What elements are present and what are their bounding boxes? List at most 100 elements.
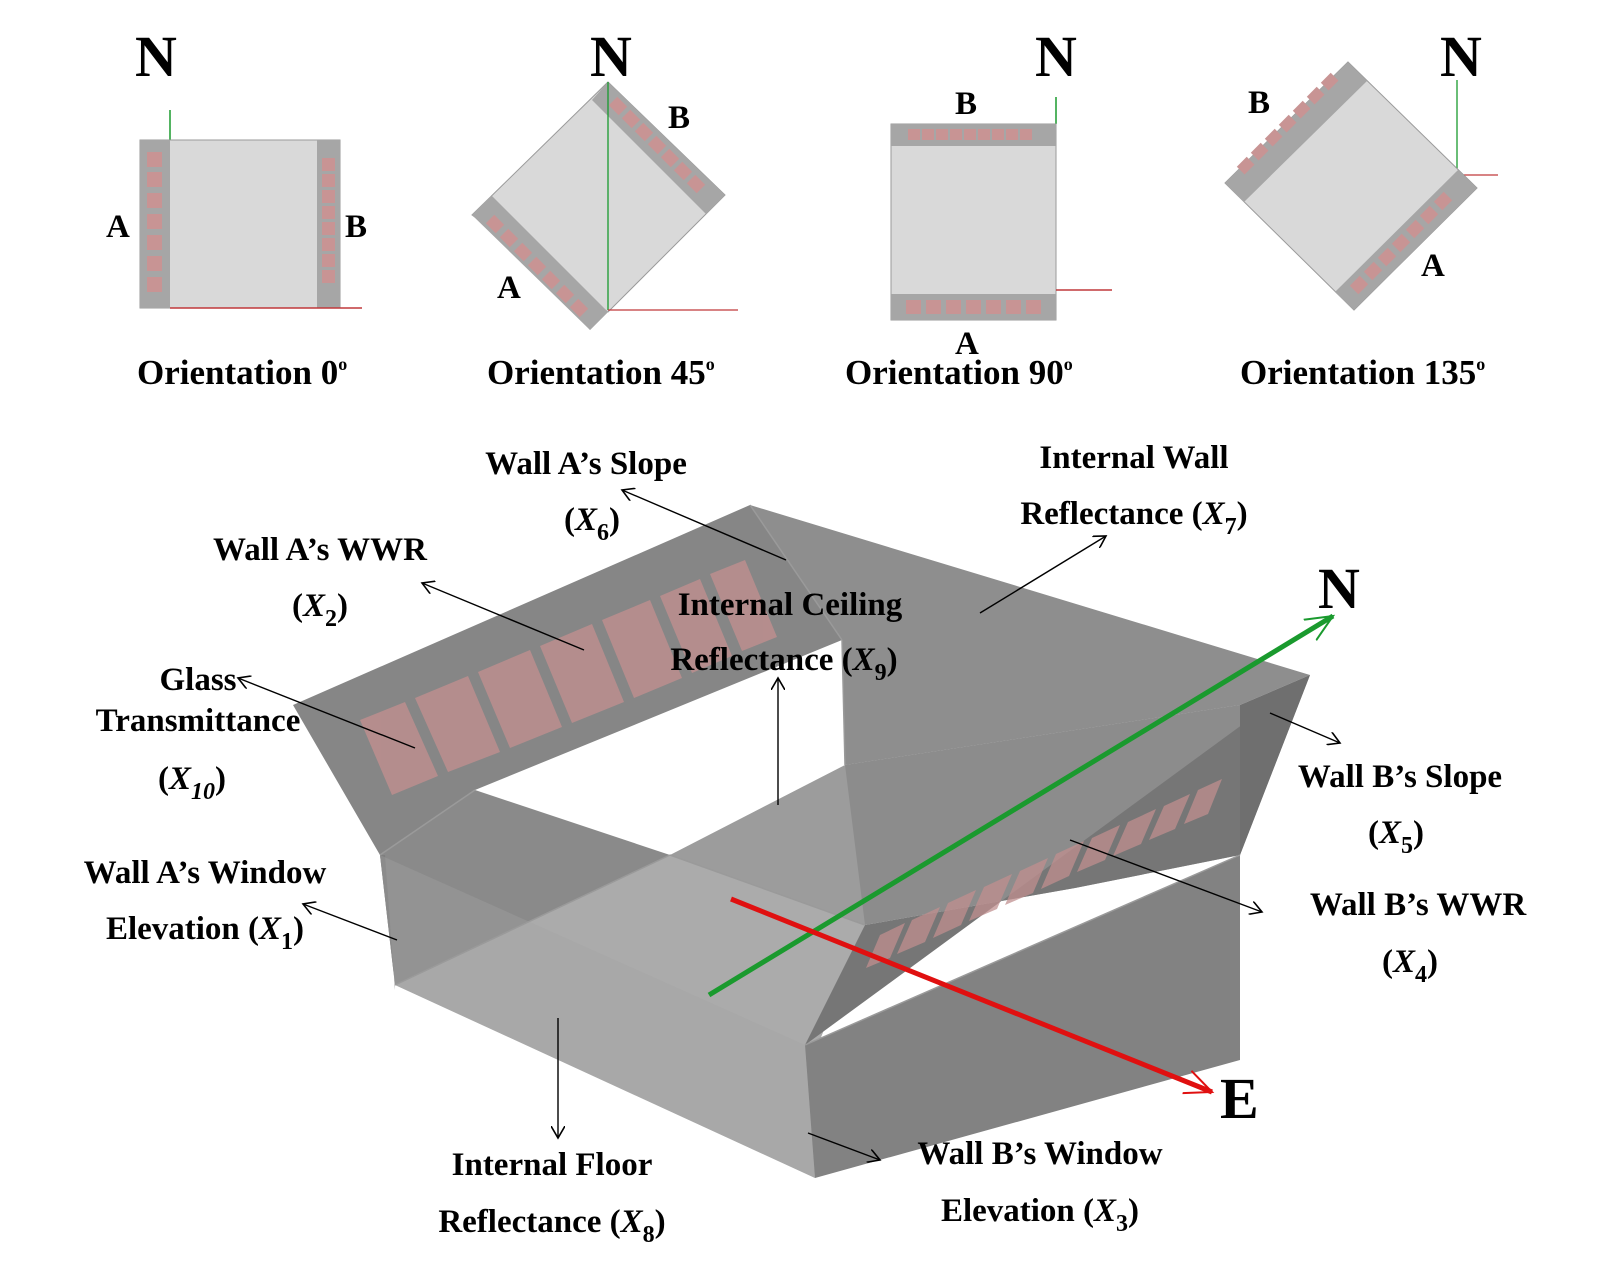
var: X bbox=[1202, 496, 1226, 532]
wall-a-lower bbox=[380, 790, 670, 985]
room-plan bbox=[890, 123, 1057, 321]
sub: 8 bbox=[643, 1222, 655, 1248]
wall-a-windows bbox=[147, 152, 162, 292]
paren-close: ) bbox=[609, 502, 620, 538]
wall-a-windows bbox=[485, 214, 589, 318]
label-x7-line1: Internal Wall bbox=[1039, 440, 1228, 476]
x2-arrow bbox=[422, 583, 585, 651]
orientation-135-panel: N B A Orientation 135o bbox=[1224, 24, 1498, 392]
sub: 7 bbox=[1225, 514, 1237, 540]
paren-open: ( bbox=[292, 588, 303, 624]
label-x10-line1: Glass bbox=[159, 662, 236, 698]
degree-mark: o bbox=[706, 354, 715, 374]
x3-arrow bbox=[807, 1132, 880, 1160]
wall-a-label: A bbox=[106, 209, 130, 245]
label-x3: Wall B’s Window Elevation (X3) bbox=[917, 1136, 1162, 1237]
floor-surface bbox=[395, 855, 865, 1178]
east-axis-arrow bbox=[730, 896, 1212, 1095]
label-x2-line1: Wall A’s WWR bbox=[213, 532, 428, 568]
north-label: N bbox=[590, 24, 632, 89]
north-axis-label: N bbox=[1318, 556, 1360, 621]
label-x5-line1: Wall B’s Slope bbox=[1298, 759, 1502, 795]
orientation-0-panel: N A B Orientation 0o bbox=[106, 24, 367, 392]
north-label: N bbox=[1440, 24, 1482, 89]
label-x1-line2: Elevation (X1) bbox=[106, 911, 304, 955]
room-edges bbox=[379, 504, 1241, 1046]
annotation-arrows bbox=[238, 490, 1340, 1160]
label-x3-line2: Elevation (X3) bbox=[941, 1193, 1139, 1237]
sub: 6 bbox=[597, 520, 609, 546]
paren-open: ( bbox=[158, 761, 169, 797]
label-x6-line1: Wall A’s Slope bbox=[485, 446, 687, 482]
paren-close: ) bbox=[337, 588, 348, 624]
sub: 1 bbox=[281, 929, 293, 955]
label-x6: Wall A’s Slope (X6) bbox=[485, 446, 687, 546]
label-x9-line1: Internal Ceiling bbox=[678, 587, 903, 623]
paren-open: Elevation ( bbox=[941, 1193, 1094, 1229]
orientation-caption: Orientation 45 bbox=[487, 353, 706, 392]
sub: 5 bbox=[1401, 833, 1413, 859]
wall-b-slope-side bbox=[1240, 675, 1310, 855]
wall-a-window-panes bbox=[360, 560, 777, 795]
east-axis-label: E bbox=[1220, 1066, 1259, 1131]
degree-mark: o bbox=[1064, 354, 1073, 374]
wall-a-label: A bbox=[1421, 248, 1445, 284]
paren-open: ( bbox=[564, 502, 575, 538]
var: X bbox=[302, 588, 326, 624]
label-x9-line2: Reflectance (X9) bbox=[670, 642, 897, 686]
var: X bbox=[1093, 1193, 1117, 1229]
floor-shadow bbox=[380, 855, 815, 1178]
label-x1-line1: Wall A’s Window bbox=[84, 855, 327, 891]
label-x8-line2: Reflectance (X8) bbox=[438, 1204, 665, 1248]
paren-close: ) bbox=[1237, 496, 1248, 532]
sub: 10 bbox=[191, 779, 215, 805]
paren-open: ( bbox=[1368, 815, 1379, 851]
label-x7-line2: Reflectance (X7) bbox=[1020, 496, 1247, 540]
paren-close: ) bbox=[1427, 944, 1438, 980]
label-x7: Internal Wall Reflectance (X7) bbox=[1020, 440, 1247, 540]
paren-close: ) bbox=[887, 642, 898, 678]
wall-b-windows bbox=[608, 96, 706, 194]
x1-arrow bbox=[303, 904, 398, 941]
orientation-0-caption: Orientation 0o bbox=[137, 353, 347, 392]
label-x4: Wall B’s WWR (X4) bbox=[1310, 887, 1528, 988]
paren-open: ( bbox=[1382, 944, 1393, 980]
var: X bbox=[852, 642, 876, 678]
sub: 2 bbox=[325, 606, 337, 632]
orientation-45-panel: N B A Orientation 45o bbox=[471, 24, 738, 392]
wall-b-strip bbox=[1225, 62, 1367, 202]
label-x5: Wall B’s Slope (X5) bbox=[1298, 759, 1502, 859]
wall-a-windows bbox=[906, 300, 1041, 314]
x7-arrow bbox=[979, 536, 1106, 614]
x6-arrow bbox=[622, 490, 787, 561]
wall-b-windows bbox=[1236, 72, 1339, 175]
wall-b-label: B bbox=[955, 86, 977, 122]
label-x4-line1: Wall B’s WWR bbox=[1310, 887, 1528, 923]
var: X bbox=[1378, 815, 1402, 851]
label-x5-line2: (X5) bbox=[1368, 815, 1424, 859]
label-x1: Wall A’s Window Elevation (X1) bbox=[84, 855, 327, 955]
x10-arrow bbox=[238, 678, 416, 749]
var: X bbox=[168, 761, 192, 797]
orientation-90-panel: N B A Orientation 90o bbox=[845, 24, 1112, 392]
label-x4-line2: (X4) bbox=[1382, 944, 1438, 988]
paren-open: Reflectance ( bbox=[670, 642, 852, 678]
orientation-caption: Orientation 90 bbox=[845, 353, 1064, 392]
paren-close: ) bbox=[655, 1204, 666, 1240]
degree-mark: o bbox=[1476, 354, 1485, 374]
label-x3-line1: Wall B’s Window bbox=[917, 1136, 1162, 1172]
north-label: N bbox=[135, 24, 177, 89]
var: X bbox=[258, 911, 282, 947]
label-x10-line2: (X10) bbox=[158, 761, 226, 805]
paren-open: Reflectance ( bbox=[438, 1204, 620, 1240]
sub: 9 bbox=[875, 660, 887, 686]
paren-close: ) bbox=[1128, 1193, 1139, 1229]
wall-b-window-panes bbox=[866, 779, 1222, 968]
var: X bbox=[1392, 944, 1416, 980]
orientation-caption: Orientation 135 bbox=[1240, 353, 1476, 392]
paren-open: Elevation ( bbox=[106, 911, 259, 947]
wall-b-windows bbox=[908, 129, 1032, 140]
label-x10: Glass Transmittance (X10) bbox=[96, 662, 301, 805]
ceiling-surface bbox=[750, 505, 1310, 765]
